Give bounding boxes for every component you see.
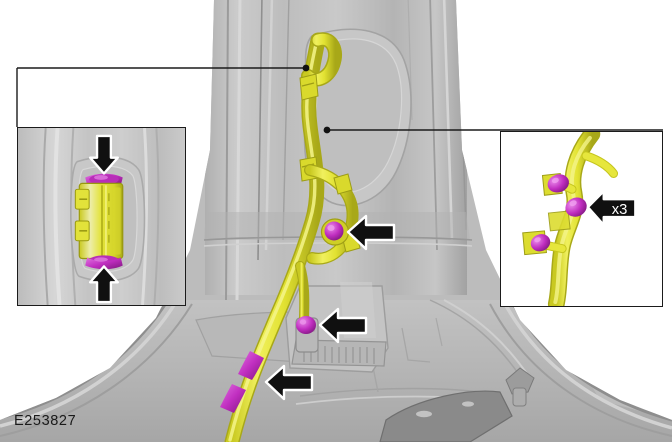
callout-arrow-middle xyxy=(318,307,368,344)
figure-id-label: E253827 xyxy=(14,413,77,429)
inset-harness-clips-detail: x3 xyxy=(500,131,663,307)
inset-arrow-x3: x3 xyxy=(586,190,637,227)
inset-arrow-x3-label: x3 xyxy=(612,202,628,218)
inset-arrow-top xyxy=(88,134,119,175)
callout-arrow-upper xyxy=(346,214,396,251)
inset-arrow-bottom xyxy=(88,265,119,304)
harness-clip-2 xyxy=(565,197,587,217)
callout-arrow-lower xyxy=(264,364,314,401)
main-view-arrows xyxy=(264,214,396,401)
harness-clip-1 xyxy=(547,174,569,193)
wiring-harness xyxy=(220,32,361,442)
inset-connector-detail xyxy=(17,127,186,306)
harness-clip-3 xyxy=(530,234,551,252)
